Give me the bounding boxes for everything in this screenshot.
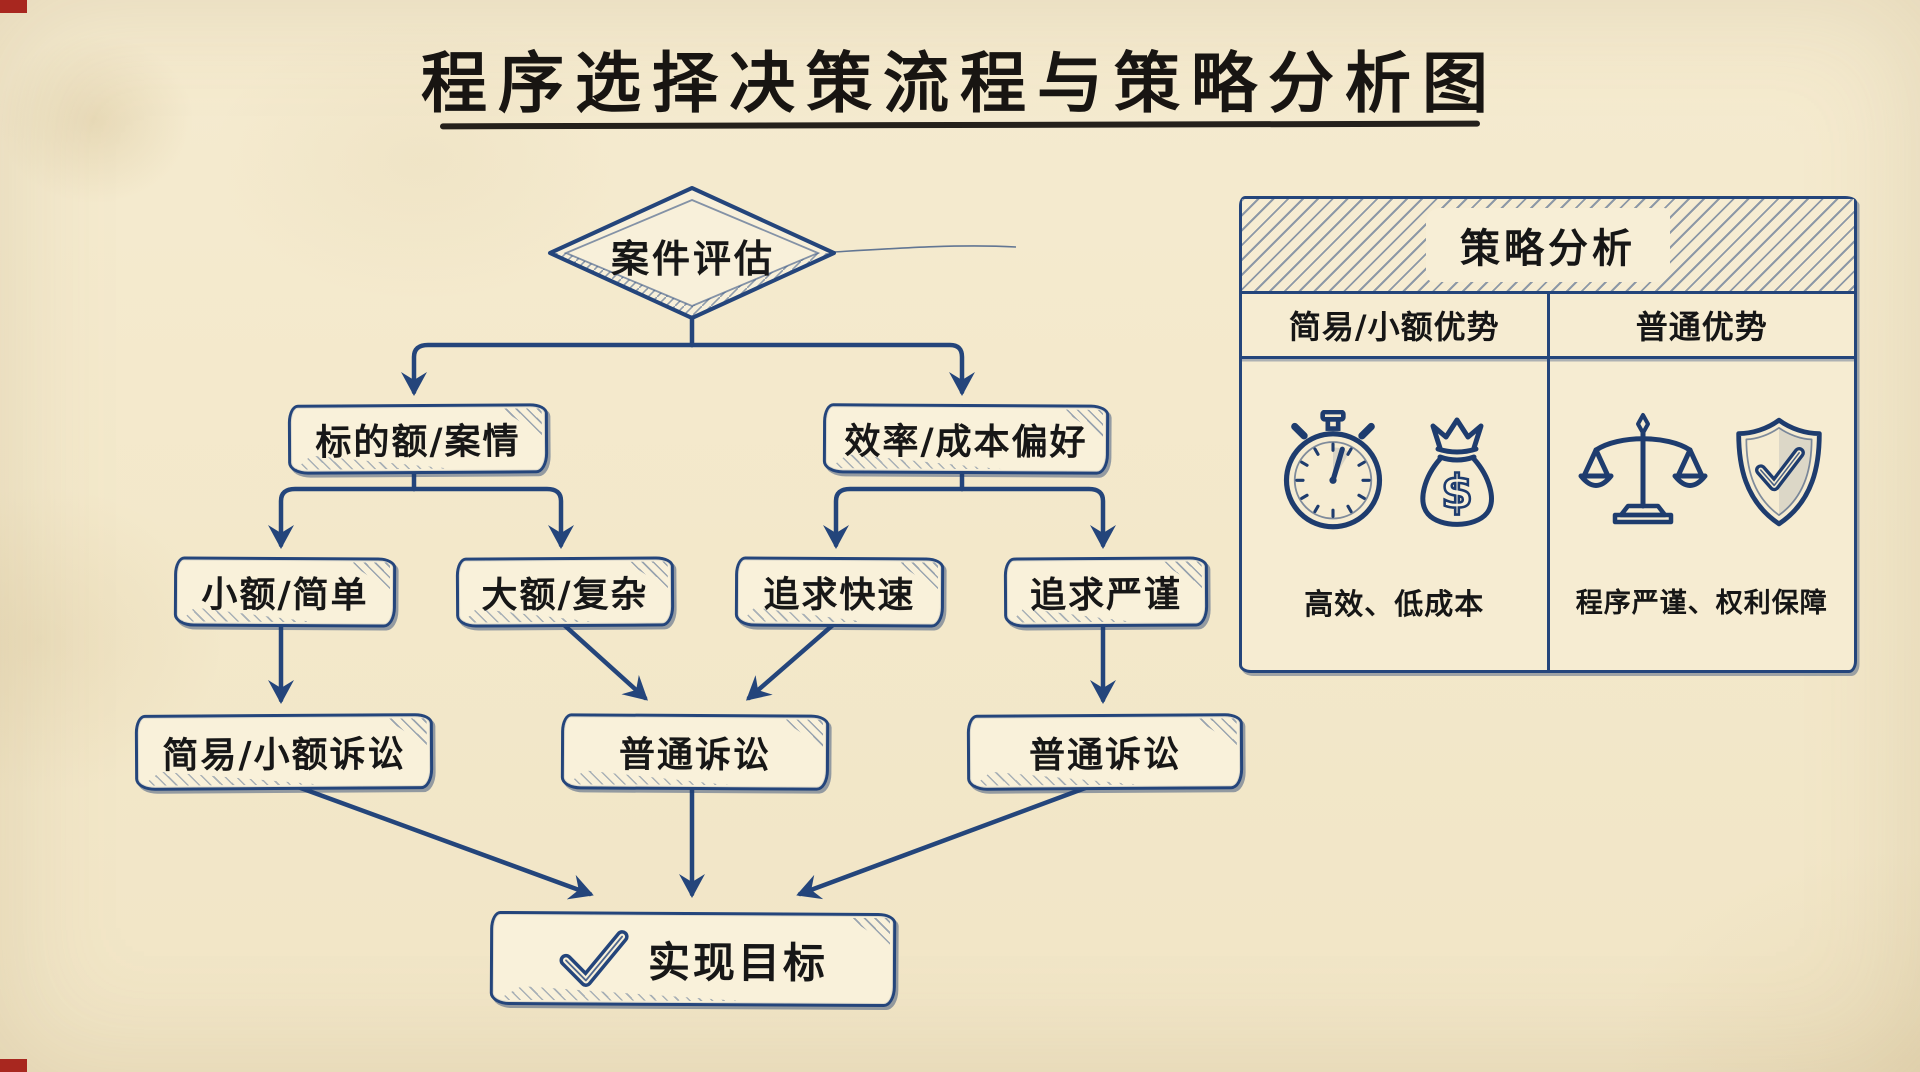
stopwatch-icon xyxy=(1284,410,1383,530)
money-bag-icon: $ xyxy=(1420,417,1495,527)
check-icon xyxy=(559,930,629,987)
node-achieve-goal: 实现目标 xyxy=(489,910,897,1008)
red-corner-mark-top xyxy=(0,0,27,13)
simplified-icons: $ xyxy=(1281,387,1507,557)
panel-cell-simplified: $ 高效、低成本 xyxy=(1242,359,1547,670)
node-label: 实现目标 xyxy=(647,937,829,988)
node-label: 普通诉讼 xyxy=(1028,734,1182,777)
node-pursue-rigor: 追求严谨 xyxy=(1003,556,1209,628)
node-case-evaluation-label: 案件评估 xyxy=(610,237,775,281)
column-header-simplified-advantage: 简易/小额优势 xyxy=(1288,308,1500,346)
svg-text:$: $ xyxy=(1441,465,1473,519)
node-label: 简易/小额诉讼 xyxy=(162,734,406,777)
node-ordinary-procedure-right: 普通诉讼 xyxy=(966,713,1244,791)
node-label: 追求快速 xyxy=(763,574,916,617)
node-label: 普通诉讼 xyxy=(618,734,772,777)
panel-cell-ordinary: 程序严谨、权利保障 xyxy=(1546,359,1855,670)
node-efficiency-cost-preference: 效率/成本偏好 xyxy=(822,403,1110,475)
panel-body: $ 高效、低成本 xyxy=(1242,359,1854,670)
node-pursue-speed: 追求快速 xyxy=(734,556,945,628)
scales-icon xyxy=(1578,413,1708,525)
panel-header: 策略分析 xyxy=(1242,199,1854,294)
node-label: 效率/成本偏好 xyxy=(844,421,1088,464)
ordinary-caption: 程序严谨、权利保障 xyxy=(1575,588,1828,619)
column-header-ordinary-advantage: 普通优势 xyxy=(1546,294,1855,356)
node-large-complex: 大额/复杂 xyxy=(455,556,675,628)
node-small-simple: 小额/简单 xyxy=(173,556,397,628)
shield-check-icon xyxy=(1736,417,1822,527)
node-claim-amount-case: 标的额/案情 xyxy=(287,403,549,475)
red-corner-mark-bottom xyxy=(0,1059,27,1072)
node-simplified-small-claims-procedure: 简易/小额诉讼 xyxy=(134,713,434,791)
page-title: 程序选择决策流程与策略分析图 xyxy=(421,45,1499,122)
strategy-analysis-panel: 策略分析 简易/小额优势 普通优势 xyxy=(1239,196,1857,673)
node-label: 标的额/案情 xyxy=(315,421,521,464)
node-label: 大额/复杂 xyxy=(481,574,649,617)
panel-title: 策略分析 xyxy=(1426,208,1670,282)
panel-column-headers: 简易/小额优势 普通优势 xyxy=(1242,294,1854,359)
ordinary-icons xyxy=(1577,387,1827,557)
node-label: 小额/简单 xyxy=(201,574,369,617)
node-ordinary-procedure-mid: 普通诉讼 xyxy=(560,713,830,791)
simplified-caption: 高效、低成本 xyxy=(1304,587,1485,621)
node-label: 追求严谨 xyxy=(1029,574,1183,617)
